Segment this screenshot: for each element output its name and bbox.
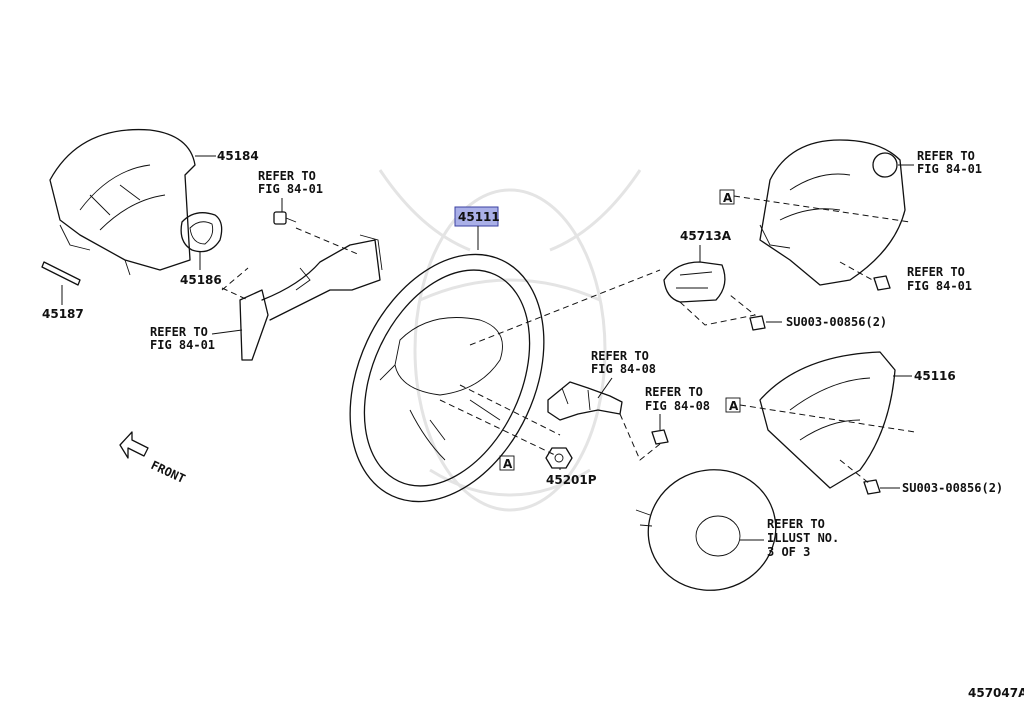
airbag-module[interactable]	[635, 455, 790, 604]
refer-right-top-line2: FIG 84-01	[917, 162, 982, 176]
column-cover-45184[interactable]	[49, 128, 196, 276]
refer-illust-line1: REFER TO	[767, 517, 825, 531]
screw-su-b[interactable]	[863, 479, 881, 495]
label-45186: 45186	[180, 273, 222, 287]
refer-center-b-line2: FIG 84-08	[645, 399, 710, 413]
refer-left-mid-line1: REFER TO	[150, 325, 208, 339]
screw-right-top[interactable]	[873, 275, 891, 291]
nut-45201p[interactable]	[545, 447, 573, 469]
clip-45187[interactable]	[41, 261, 81, 286]
upper-cover-right[interactable]	[759, 139, 906, 286]
steering-wheel-45111[interactable]	[312, 223, 581, 533]
refer-right-mid-line1: REFER TO	[907, 265, 965, 279]
refer-right-top-line1: REFER TO	[917, 149, 975, 163]
refer-center-line2: FIG 84-08	[591, 362, 656, 376]
diagram-code: 457047A	[968, 686, 1024, 700]
refer-left-top-line1: REFER TO	[258, 169, 316, 183]
screw-left-top[interactable]	[273, 211, 297, 225]
lower-cover-45116[interactable]	[759, 351, 896, 489]
refer-center-line1: REFER TO	[591, 349, 649, 363]
front-arrow-icon	[119, 431, 149, 459]
refer-right-mid-line2: FIG 84-01	[907, 279, 972, 293]
label-45184: 45184	[217, 149, 259, 163]
label-45187: 45187	[42, 307, 84, 321]
refer-center-b-line1: REFER TO	[645, 385, 703, 399]
watermark-emblem	[378, 169, 642, 512]
marker-a-lower-text: A	[729, 399, 739, 413]
label-45116: 45116	[914, 369, 956, 383]
marker-a-upper-text: A	[723, 191, 733, 205]
pad-45186[interactable]	[180, 212, 223, 253]
label-45111[interactable]: 45111	[458, 210, 500, 224]
paddle-switch-assembly[interactable]	[239, 234, 383, 361]
marker-a-center	[499, 455, 515, 471]
label-45713a: 45713A	[680, 229, 732, 243]
marker-a-center-text: A	[503, 457, 513, 471]
highlight-box-45111	[454, 206, 499, 227]
refer-illust-line3: 3 OF 3	[767, 545, 810, 559]
refer-left-top-line2: FIG 84-01	[258, 182, 323, 196]
refer-left-mid-line2: FIG 84-01	[150, 338, 215, 352]
screw-su-a[interactable]	[749, 315, 766, 331]
label-su-b: SU003-00856(2)	[902, 481, 1003, 495]
marker-a-upper	[719, 189, 735, 205]
front-label: FRONT	[149, 458, 188, 486]
switch-center[interactable]	[547, 381, 623, 421]
refer-illust-line2: ILLUST NO.	[767, 531, 839, 545]
screw-center[interactable]	[651, 429, 669, 445]
label-su-a: SU003-00856(2)	[786, 315, 887, 329]
switch-45713a[interactable]	[663, 261, 726, 303]
label-45201p: 45201P	[546, 473, 597, 487]
